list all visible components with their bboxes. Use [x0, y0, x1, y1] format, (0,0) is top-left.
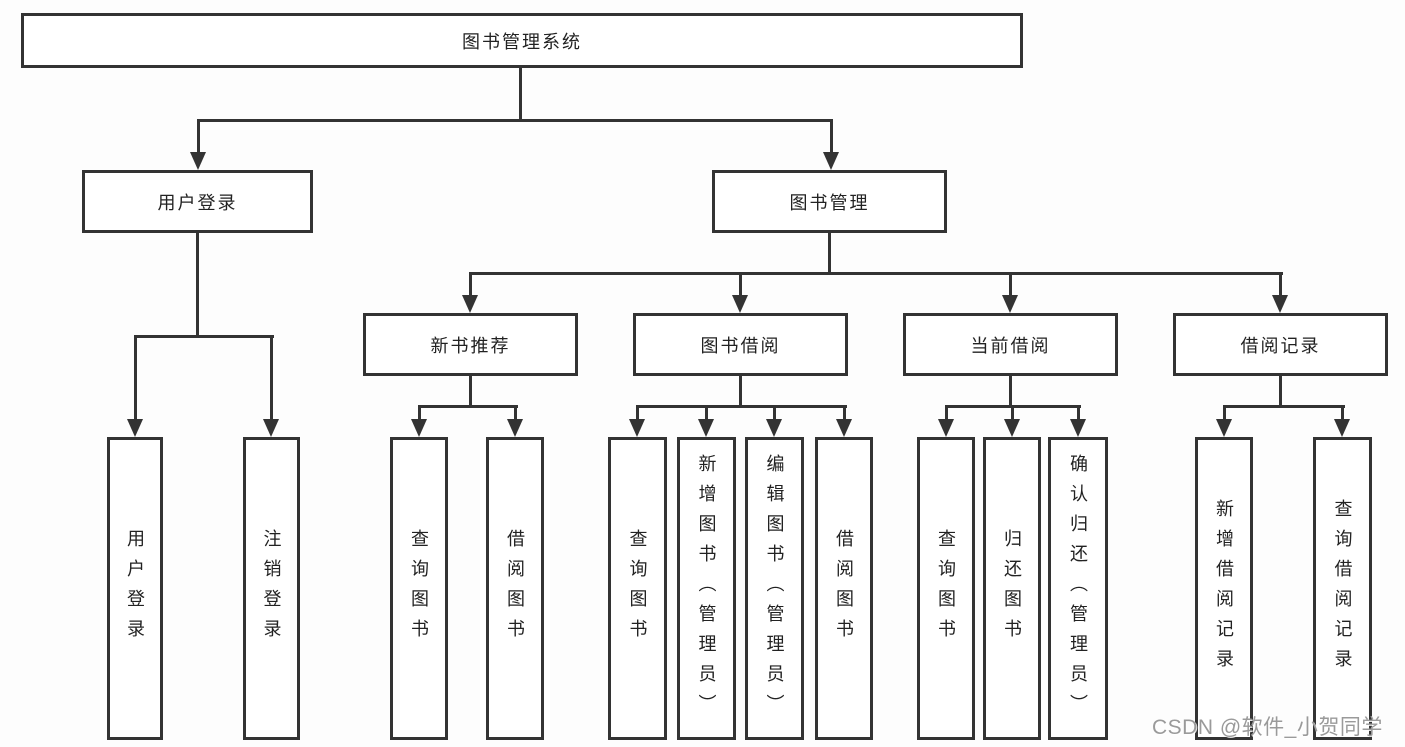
leaf-label: 查询图书 [936, 528, 956, 649]
arrow-down-icon [1216, 419, 1232, 437]
arrow-down-icon [836, 419, 852, 437]
leaf-label: 新增图书（管理员） [696, 453, 717, 724]
node-borrow-records: 借阅记录 [1173, 313, 1388, 376]
node-label: 图书管理系统 [462, 31, 582, 52]
leaf-add-books-admin: 新增图书（管理员） [677, 437, 736, 740]
leaf-edit-books-admin: 编辑图书（管理员） [745, 437, 804, 740]
leaf-query-books-recommend: 查询图书 [390, 437, 448, 740]
node-current-borrow: 当前借阅 [903, 313, 1118, 376]
leaf-label: 借阅图书 [505, 528, 525, 649]
leaf-borrow-books-recommend: 借阅图书 [486, 437, 544, 740]
arrow-down-icon [766, 419, 782, 437]
connector-line [418, 405, 518, 408]
arrow-down-icon [823, 152, 839, 170]
arrow-down-icon [1070, 419, 1086, 437]
connector-line [418, 405, 421, 421]
connector-line [519, 68, 522, 122]
leaf-label: 注销登录 [261, 528, 282, 649]
arrow-down-icon [1002, 295, 1018, 313]
connector-line [514, 405, 517, 421]
leaf-label: 用户登录 [125, 528, 145, 649]
csdn-watermark: CSDN @软件_小贺同学 [1152, 716, 1383, 739]
leaf-borrow-books: 借阅图书 [815, 437, 873, 740]
connector-line [1341, 405, 1344, 421]
connector-line [1011, 405, 1014, 421]
arrow-down-icon [629, 419, 645, 437]
connector-line [1077, 405, 1080, 421]
leaf-query-books-borrow: 查询图书 [608, 437, 667, 740]
node-new-book-recommend: 新书推荐 [363, 313, 578, 376]
connector-line [705, 405, 708, 421]
leaf-label: 新增借阅记录 [1214, 498, 1234, 679]
node-library-management-system: 图书管理系统 [21, 13, 1023, 68]
arrow-down-icon [411, 419, 427, 437]
connector-line [469, 376, 472, 407]
connector-line [469, 272, 472, 298]
leaf-logout-login: 注销登录 [243, 437, 300, 740]
node-label: 借阅记录 [1240, 335, 1321, 356]
connector-line [945, 405, 948, 421]
leaf-confirm-return-admin: 确认归还（管理员） [1048, 437, 1108, 740]
leaf-query-borrow-record: 查询借阅记录 [1313, 437, 1372, 740]
leaf-label: 归还图书 [1002, 528, 1022, 649]
leaf-label: 借阅图书 [834, 528, 854, 649]
connector-line [1009, 376, 1012, 407]
connector-line [197, 119, 833, 122]
leaf-label: 查询图书 [409, 528, 429, 649]
arrow-down-icon [462, 295, 478, 313]
leaf-label: 确认归还（管理员） [1068, 453, 1088, 724]
connector-line [1223, 405, 1345, 408]
leaf-label: 查询借阅记录 [1332, 498, 1353, 679]
connector-line [196, 233, 199, 337]
node-label: 图书管理 [789, 192, 870, 213]
arrow-down-icon [190, 152, 206, 170]
arrow-down-icon [263, 419, 279, 437]
arrow-down-icon [127, 419, 143, 437]
node-label: 当前借阅 [970, 335, 1051, 356]
connector-line [1223, 405, 1226, 421]
connector-line [270, 335, 273, 421]
leaf-query-books-current: 查询图书 [917, 437, 975, 740]
connector-line [830, 119, 833, 155]
node-book-borrow: 图书借阅 [633, 313, 848, 376]
connector-line [1279, 376, 1282, 407]
connector-line [828, 233, 831, 274]
node-label: 图书借阅 [700, 335, 781, 356]
arrow-down-icon [1334, 419, 1350, 437]
arrow-down-icon [938, 419, 954, 437]
connector-line [134, 335, 137, 421]
connector-line [773, 405, 776, 421]
arrow-down-icon [1272, 295, 1288, 313]
connector-line [1009, 272, 1012, 298]
node-book-management: 图书管理 [712, 170, 947, 233]
arrow-down-icon [732, 295, 748, 313]
arrow-down-icon [1004, 419, 1020, 437]
arrow-down-icon [507, 419, 523, 437]
leaf-user-login: 用户登录 [107, 437, 163, 740]
leaf-label: 编辑图书（管理员） [764, 453, 785, 724]
connector-line [843, 405, 846, 421]
leaf-return-books: 归还图书 [983, 437, 1041, 740]
connector-line [739, 272, 742, 298]
node-label: 用户登录 [157, 192, 238, 213]
connector-line [739, 376, 742, 407]
connector-line [469, 272, 1283, 275]
connector-line [1279, 272, 1282, 298]
connector-line [134, 335, 274, 338]
connector-line [197, 119, 200, 155]
node-user-login: 用户登录 [82, 170, 313, 233]
leaf-add-borrow-record: 新增借阅记录 [1195, 437, 1253, 740]
connector-line [636, 405, 847, 408]
arrow-down-icon [698, 419, 714, 437]
node-label: 新书推荐 [430, 335, 511, 356]
leaf-label: 查询图书 [627, 528, 648, 649]
connector-line [636, 405, 639, 421]
